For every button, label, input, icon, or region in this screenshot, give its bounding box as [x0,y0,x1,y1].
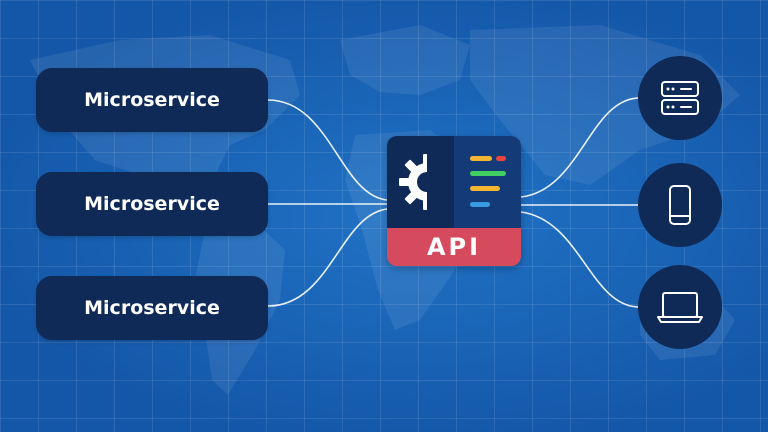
list-bar-3 [470,186,500,191]
client-laptop-node[interactable] [638,265,722,349]
code-list-icon [454,136,521,228]
microservice-label: Microservice [84,193,220,215]
list-bar-1b [496,156,506,161]
list-bar-1 [470,156,492,161]
connector-service-1 [267,99,388,201]
laptop-icon [657,292,703,323]
client-server-node[interactable] [638,56,722,140]
microservice-label: Microservice [84,89,220,111]
gear-icon [399,136,455,228]
microservice-label: Microservice [84,297,220,319]
connector-service-3 [267,208,388,307]
server-icon [661,81,699,115]
list-bar-4 [470,202,490,207]
connector-client-3 [520,211,639,308]
list-bar-2 [470,171,506,176]
microservice-node-3[interactable]: Microservice [36,276,268,340]
smartphone-icon [669,185,691,225]
api-gateway-node[interactable]: API [387,136,521,266]
api-label: API [387,228,521,266]
connector-client-1 [520,97,639,198]
microservice-node-2[interactable]: Microservice [36,172,268,236]
microservice-node-1[interactable]: Microservice [36,68,268,132]
client-phone-node[interactable] [638,163,722,247]
